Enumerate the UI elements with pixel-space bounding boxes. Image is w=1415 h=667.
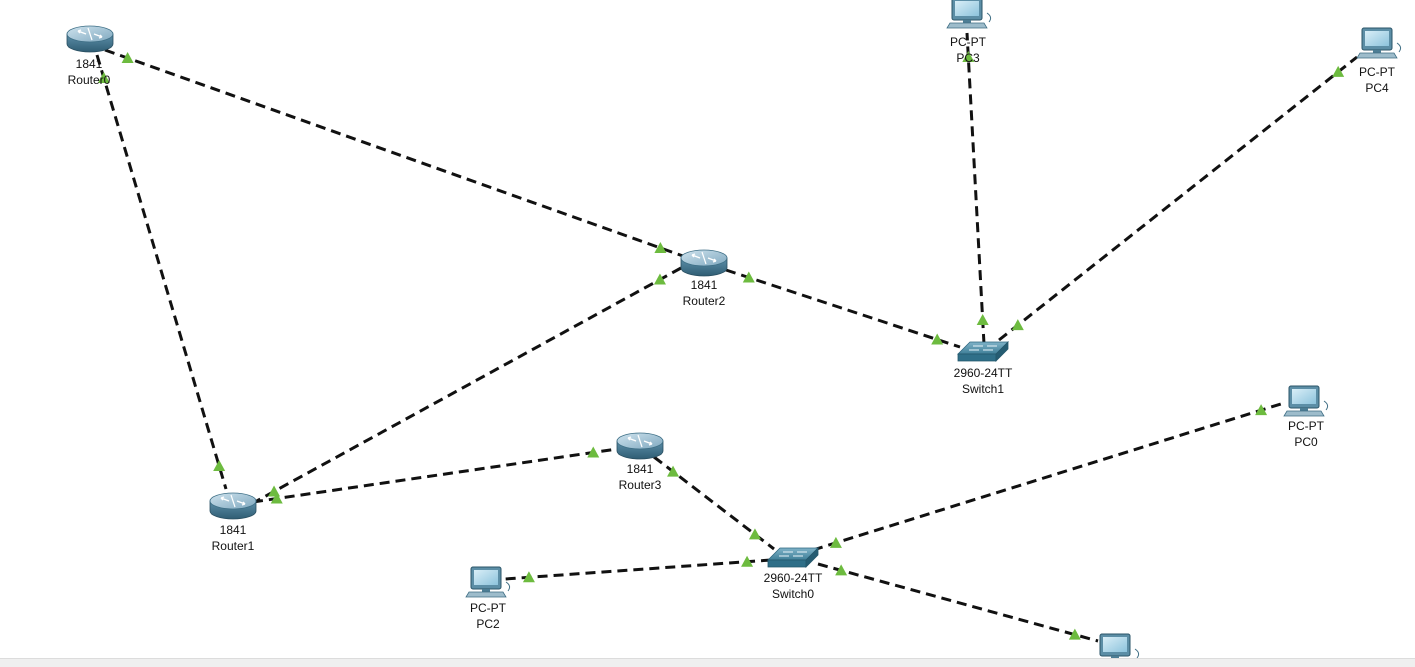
link-switch0-pc2[interactable] [504, 558, 772, 581]
device-name-label: Router1 [212, 539, 255, 553]
device-name-label: Switch1 [962, 382, 1004, 396]
switch-switch0[interactable]: 2960-24TT Switch0 [764, 547, 823, 601]
link-lights-layer [97, 50, 1345, 640]
link-light-router3 [667, 465, 680, 477]
link-light-router1 [270, 492, 283, 504]
device-model-label: PC-PT [950, 35, 987, 49]
link-light-switch1 [931, 333, 944, 345]
link-router2-router1[interactable] [252, 266, 682, 505]
workspace-bottom-edge [0, 658, 1415, 667]
pc-pc3[interactable]: PC-PT PC3 [946, 0, 992, 65]
device-model-label: 1841 [220, 523, 247, 537]
device-model-label: 1841 [691, 278, 718, 292]
device-name-label: Router2 [683, 294, 726, 308]
link-light-switch0 [835, 564, 848, 576]
device-name-label: PC4 [1365, 81, 1389, 95]
link-light-pc1 [1068, 628, 1081, 640]
router-icon[interactable] [209, 492, 257, 520]
link-light-switch1 [1011, 319, 1024, 331]
pc-pc0[interactable]: PC-PT PC0 [1283, 385, 1329, 449]
link-light-router0 [97, 72, 110, 84]
link-router0-router2[interactable] [104, 48, 684, 258]
switch-icon[interactable] [767, 547, 819, 568]
device-model-label: PC-PT [1288, 419, 1325, 433]
pc-icon[interactable] [465, 566, 511, 598]
router-icon[interactable] [66, 25, 114, 53]
switch-icon[interactable] [957, 341, 1009, 362]
link-switch0-pc0[interactable] [812, 401, 1285, 552]
link-light-pc2 [522, 571, 535, 583]
link-router0-router1[interactable] [95, 54, 228, 490]
link-light-router0 [121, 52, 134, 64]
router-icon[interactable] [616, 432, 664, 460]
link-light-router2 [654, 241, 667, 253]
device-name-label: Router3 [619, 478, 662, 492]
pc-pc4[interactable]: PC-PT PC4 [1356, 27, 1402, 95]
devices-layer: 1841Router01841Router11841Router21841Rou… [66, 0, 1402, 665]
pc-icon[interactable] [946, 0, 992, 29]
device-name-label: PC0 [1294, 435, 1318, 449]
device-model-label: PC-PT [470, 601, 507, 615]
link-switch0-pc1[interactable] [817, 562, 1099, 643]
device-name-label: PC2 [476, 617, 500, 631]
link-light-router1 [268, 485, 281, 497]
switch-switch1[interactable]: 2960-24TT Switch1 [954, 341, 1013, 396]
device-model-label: PC-PT [1359, 65, 1396, 79]
device-name-label: Switch0 [772, 587, 814, 601]
link-router1-router3[interactable] [252, 447, 618, 504]
device-model-label: 1841 [627, 462, 654, 476]
link-light-router2 [653, 273, 666, 285]
link-light-router1 [213, 459, 226, 471]
link-light-router2 [742, 271, 755, 283]
link-light-pc3 [962, 50, 975, 62]
device-name-label: Router0 [68, 73, 111, 87]
device-model-label: 2960-24TT [764, 571, 823, 585]
link-light-router3 [587, 446, 600, 458]
pc-icon[interactable] [1356, 27, 1402, 59]
link-light-pc0 [1255, 404, 1268, 416]
link-light-switch1 [976, 314, 989, 326]
device-name-label: PC3 [956, 51, 980, 65]
pc-icon[interactable] [1283, 385, 1329, 417]
link-light-switch0 [748, 528, 761, 540]
router-icon[interactable] [680, 249, 728, 277]
link-router2-switch1[interactable] [725, 268, 961, 349]
link-light-switch0 [741, 555, 754, 567]
link-switch1-pc3[interactable] [965, 32, 986, 345]
pc-pc2[interactable]: PC-PT PC2 [465, 566, 511, 631]
link-light-switch0 [829, 536, 842, 548]
links-layer [95, 32, 1358, 643]
link-light-pc4 [1332, 65, 1345, 77]
device-model-label: 2960-24TT [954, 366, 1013, 380]
device-model-label: 1841 [76, 57, 103, 71]
link-switch1-pc4[interactable] [998, 55, 1358, 342]
